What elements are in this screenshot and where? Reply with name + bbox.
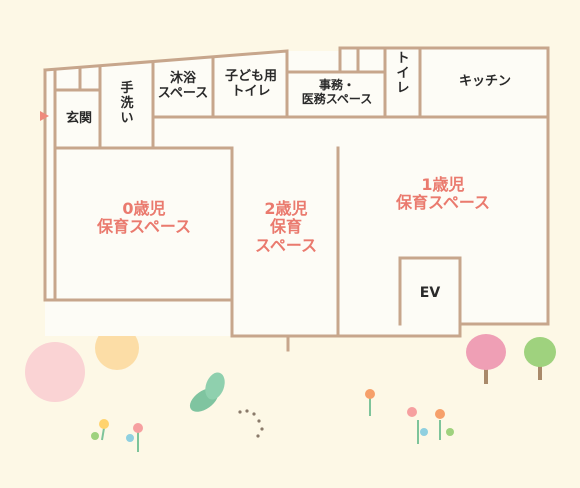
age0-label-2: 保育スペース <box>96 217 192 237</box>
office-label-2: 医務スペース <box>301 91 373 106</box>
age1-label-2: 保育スペース <box>395 193 491 213</box>
room-age0: 0歳児 保育スペース <box>57 199 231 237</box>
office-label-1: 事務・ <box>318 78 355 92</box>
handwash-label-2: 洗 <box>120 95 134 111</box>
entrance-label: 玄関 <box>65 111 92 126</box>
bath-label-1: 沐浴 <box>169 71 196 86</box>
room-entrance: 玄関 <box>60 111 98 127</box>
decor-pink-circle <box>25 342 85 402</box>
bath-label-2: スペース <box>157 85 209 101</box>
building-interior <box>45 48 548 350</box>
toilet-label-3: レ <box>396 80 410 96</box>
tree-pink-icon <box>466 334 506 384</box>
handwash-label-3: い <box>120 110 134 126</box>
kids-toilet-label-2: トイレ <box>231 83 271 99</box>
age2-label-3: スペース <box>254 235 318 255</box>
age2-label-2: 保育 <box>269 217 302 237</box>
room-elevator: EV <box>402 285 458 301</box>
room-age1: 1歳児 保育スペース <box>340 175 546 213</box>
room-kids-toilet: 子ども用 トイレ <box>215 69 287 100</box>
toilet-label-1: ト <box>396 51 410 66</box>
room-bath: 沐浴 スペース <box>150 71 216 102</box>
butterfly-icon <box>189 372 264 438</box>
entrance-arrow-icon <box>40 111 49 121</box>
kids-toilet-label-1: 子ども用 <box>224 69 277 84</box>
walls <box>43 46 550 352</box>
flower-cluster-right-icon <box>365 389 454 444</box>
room-kitchen: キッチン <box>422 74 548 90</box>
decor-yellow-circle <box>95 326 139 370</box>
age2-label-1: 2歳児 <box>264 199 308 218</box>
elevator-label: EV <box>419 285 441 301</box>
room-office: 事務・ 医務スペース <box>288 78 386 107</box>
flower-cluster-left-icon <box>91 419 143 452</box>
tree-green-icon <box>524 337 556 380</box>
room-age2: 2歳児 保育 スペース <box>234 199 338 255</box>
toilet-label-2: イ <box>396 65 410 81</box>
room-handwash: 手 洗 い <box>104 81 150 127</box>
room-toilet: ト イ レ <box>388 51 418 97</box>
age0-label-1: 0歳児 <box>122 199 166 218</box>
age1-label-1: 1歳児 <box>421 175 465 194</box>
handwash-label-1: 手 <box>120 81 134 96</box>
kitchen-label: キッチン <box>458 74 511 89</box>
